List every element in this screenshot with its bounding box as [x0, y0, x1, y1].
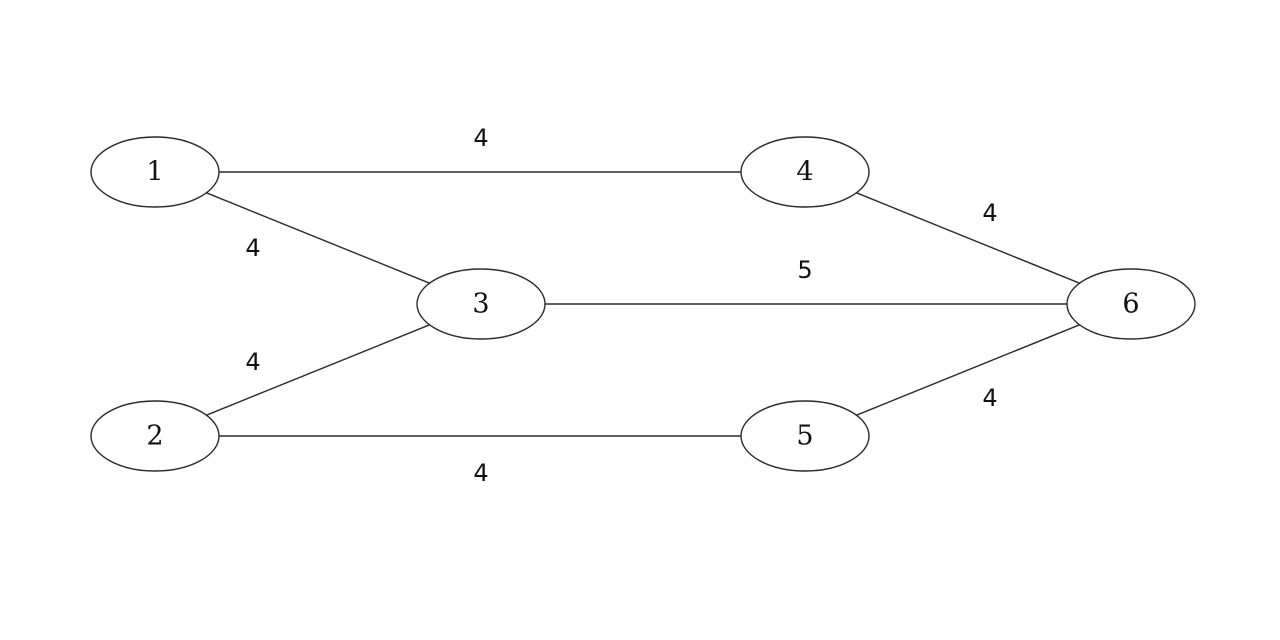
edges-layer: [206, 171, 1080, 437]
graph-node-2: 2: [90, 400, 220, 472]
graph-node-3: 3: [416, 268, 546, 340]
edge-weight-2-5: 4: [473, 459, 488, 487]
edge-weight-2-3: 4: [245, 348, 260, 376]
node-circle-6: [1066, 268, 1196, 340]
edge-1-3: [206, 192, 430, 284]
graph-node-1: 1: [90, 136, 220, 208]
graph-node-4: 4: [740, 136, 870, 208]
node-label-3: 3: [472, 289, 489, 320]
edge-weights-layer: 4 4 4 4 5 4 4: [245, 124, 997, 487]
edge-5-6: [856, 324, 1080, 416]
node-circle-3: [416, 268, 546, 340]
node-label-1: 1: [146, 157, 163, 188]
node-circle-4: [740, 136, 870, 208]
edge-weight-4-6: 4: [982, 199, 997, 227]
edge-4-6: [856, 192, 1080, 284]
edge-2-3: [206, 324, 430, 416]
node-label-6: 6: [1122, 289, 1139, 320]
edge-weight-3-6: 5: [797, 256, 812, 284]
edge-weight-1-4: 4: [473, 124, 488, 152]
graph-node-5: 5: [740, 400, 870, 472]
edge-weight-5-6: 4: [982, 384, 997, 412]
graph-node-6: 6: [1066, 268, 1196, 340]
nodes-layer: 1 2 3 4 5 6: [90, 136, 1196, 472]
node-label-2: 2: [146, 421, 163, 452]
node-label-5: 5: [796, 421, 813, 452]
edge-weight-1-3: 4: [245, 234, 260, 262]
node-circle-2: [90, 400, 220, 472]
node-label-4: 4: [796, 157, 813, 188]
node-circle-5: [740, 400, 870, 472]
node-circle-1: [90, 136, 220, 208]
